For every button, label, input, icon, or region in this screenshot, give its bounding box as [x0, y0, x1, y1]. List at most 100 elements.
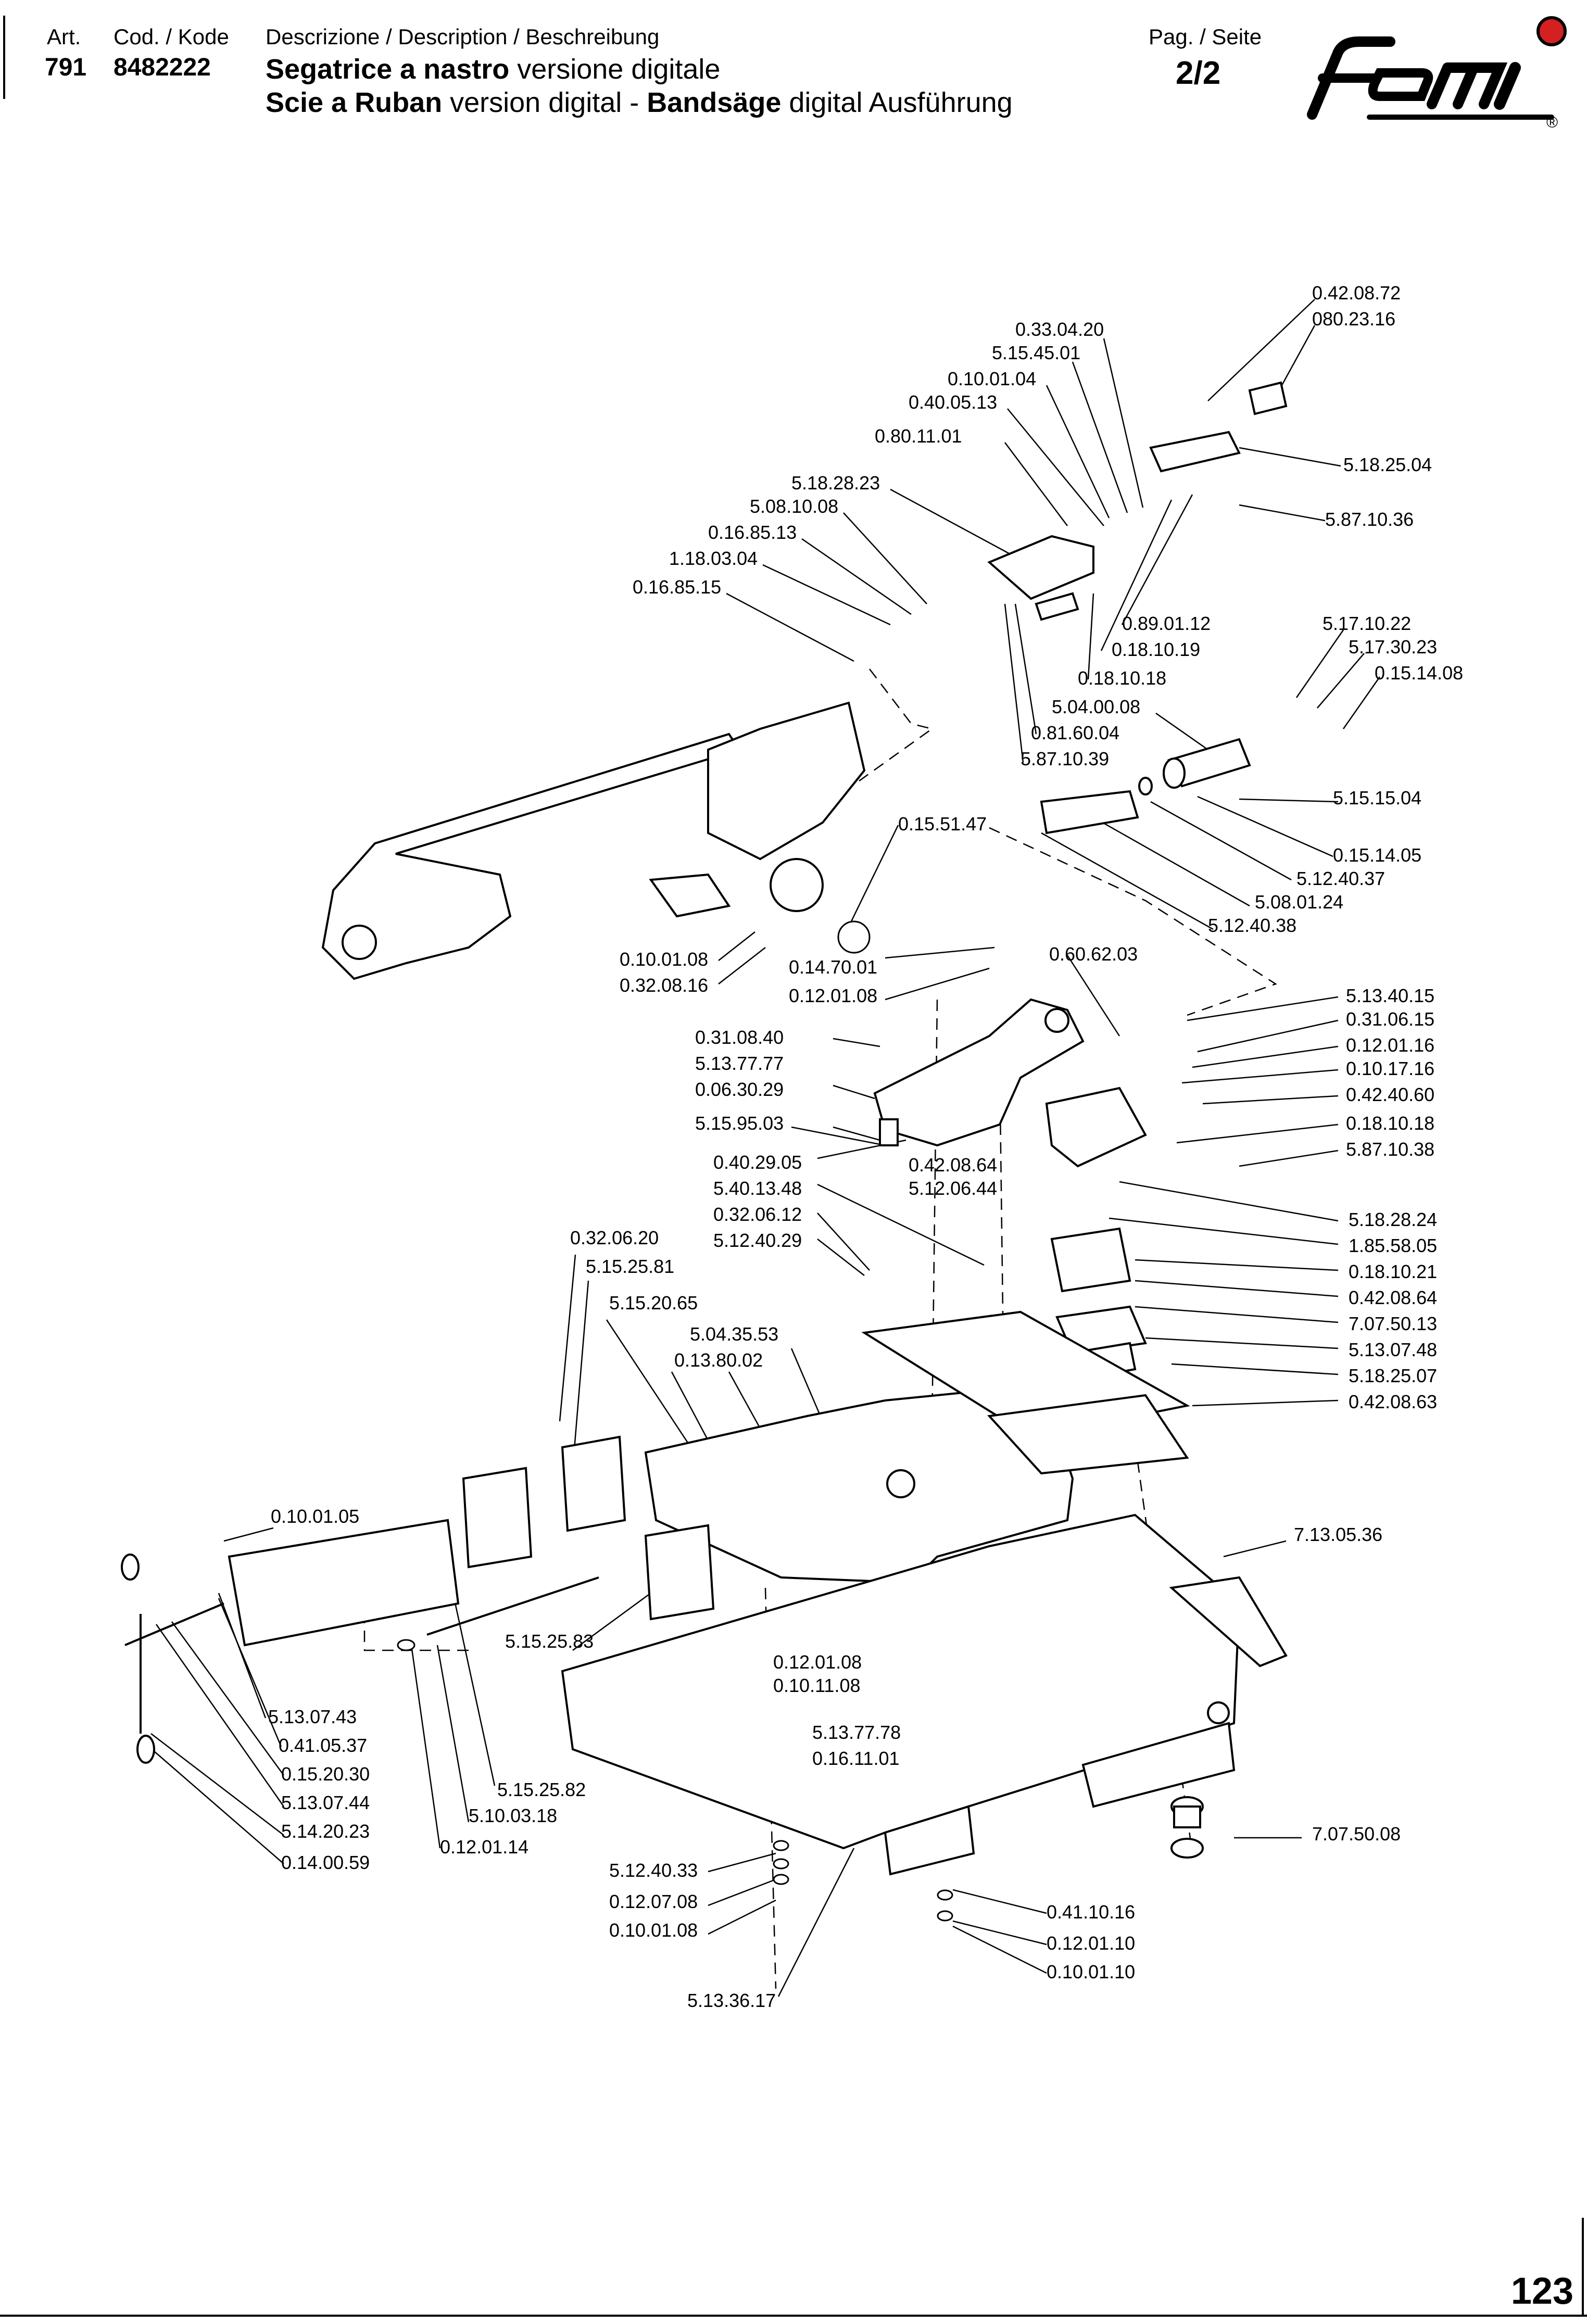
part-number-label: 0.16.11.01 — [812, 1748, 899, 1769]
vise-block — [121, 1435, 715, 1764]
part-number-label: 0.31.06.15 — [1346, 1008, 1434, 1030]
title-line-2: Scie a Ruban version digital - Bandsäge … — [266, 89, 1013, 117]
part-number-label: 5.40.13.48 — [713, 1178, 802, 1199]
part-number-label: 5.87.10.36 — [1325, 509, 1414, 530]
title-line-1: Segatrice a nastro versione digitale — [266, 55, 720, 83]
part-number-label: 0.32.06.12 — [713, 1204, 802, 1225]
title-line-2-part-b: version digital - — [442, 87, 647, 118]
part-number-label: 0.10.01.05 — [271, 1506, 359, 1527]
part-number-label: 5.13.77.78 — [812, 1722, 901, 1743]
title-line-2-part-d: digital Ausführung — [781, 87, 1013, 118]
part-labels: 0.42.08.72080.23.160.33.04.205.15.45.010… — [268, 282, 1463, 2011]
page-value: 2/2 — [1176, 55, 1221, 91]
part-number-label: 5.13.07.43 — [268, 1706, 357, 1727]
part-number-label: 0.18.10.19 — [1112, 639, 1200, 660]
code-value: 8482222 — [114, 54, 211, 81]
part-number-label: 0.40.29.05 — [713, 1152, 802, 1173]
title-line-1-rest: versione digitale — [509, 54, 721, 85]
part-number-label: 7.07.50.13 — [1349, 1313, 1437, 1334]
part-number-label: 080.23.16 — [1312, 308, 1395, 330]
part-number-label: 0.13.80.02 — [674, 1349, 763, 1371]
saw-head-assembly — [321, 701, 866, 980]
part-number-label: 0.12.01.08 — [789, 985, 877, 1006]
part-number-label: 0.14.00.59 — [281, 1852, 370, 1873]
part-number-label: 0.12.07.08 — [609, 1891, 698, 1912]
part-number-label: 5.15.15.04 — [1333, 787, 1421, 809]
title-line-2-part-c: Bandsäge — [647, 87, 782, 118]
part-number-label: 7.07.50.08 — [1312, 1823, 1401, 1845]
part-number-label: 0.18.10.18 — [1078, 667, 1166, 689]
part-number-label: 5.15.25.82 — [497, 1779, 586, 1800]
part-number-label: 0.42.08.64 — [1349, 1287, 1437, 1308]
title-line-2-part-a: Scie a Ruban — [266, 87, 443, 118]
base-table — [644, 1310, 1190, 1584]
part-number-label: 0.32.08.16 — [620, 975, 708, 996]
part-number-label: 0.12.01.16 — [1346, 1034, 1434, 1056]
logo-red-dot — [1536, 16, 1567, 46]
page-label: Pag. / Seite — [1149, 24, 1262, 49]
part-number-label: 0.18.10.18 — [1346, 1113, 1434, 1134]
bottom-rule — [0, 2315, 1587, 2317]
part-number-label: 0.12.01.08 — [773, 1651, 862, 1673]
part-number-label: 0.42.08.72 — [1312, 282, 1401, 304]
part-number-label: 5.04.00.08 — [1052, 696, 1140, 717]
part-number-label: 0.10.01.08 — [609, 1919, 698, 1941]
part-number-label: 5.13.07.48 — [1349, 1339, 1437, 1360]
part-number-label: 5.18.28.24 — [1349, 1209, 1437, 1230]
part-number-label: 5.15.25.83 — [505, 1631, 594, 1652]
art-value: 791 — [45, 54, 87, 81]
part-number-label: 5.12.40.37 — [1296, 868, 1385, 889]
part-number-label: 5.13.07.44 — [281, 1792, 370, 1813]
part-number-label: 5.08.01.24 — [1255, 891, 1343, 913]
part-number-label: 1.85.58.05 — [1349, 1235, 1437, 1256]
part-number-label: 0.32.06.20 — [570, 1227, 659, 1248]
part-number-label: 0.42.40.60 — [1346, 1084, 1434, 1105]
part-number-label: 0.15.14.05 — [1333, 844, 1421, 866]
bottom-right-vertical-rule — [1582, 2218, 1584, 2317]
part-number-label: 0.06.30.29 — [695, 1079, 784, 1100]
motor-cylinder — [1040, 738, 1251, 835]
part-number-label: 5.04.35.53 — [690, 1323, 778, 1345]
part-number-label: 0.15.51.47 — [898, 813, 987, 835]
part-number-label: 0.81.60.04 — [1031, 722, 1119, 743]
part-number-label: 5.12.40.33 — [609, 1860, 698, 1881]
part-number-label: 0.14.70.01 — [789, 956, 877, 978]
part-number-label: 5.13.36.17 — [687, 1990, 776, 2011]
part-number-label: 0.42.08.64 — [909, 1154, 997, 1176]
washers — [397, 920, 953, 1922]
part-number-label: 0.33.04.20 — [1015, 319, 1104, 340]
part-number-label: 5.10.03.18 — [469, 1805, 557, 1826]
part-number-label: 5.18.25.04 — [1343, 454, 1432, 475]
part-number-label: 0.18.10.21 — [1349, 1261, 1437, 1282]
part-number-label: 5.13.40.15 — [1346, 985, 1434, 1006]
part-number-label: 0.31.08.40 — [695, 1027, 784, 1048]
description-label: Descrizione / Description / Beschreibung — [266, 24, 660, 49]
part-number-label: 5.15.95.03 — [695, 1113, 784, 1134]
logo-wordmark — [1307, 36, 1554, 120]
part-number-label: 1.18.03.04 — [669, 548, 758, 569]
art-label: Art. — [47, 24, 81, 49]
part-number-label: 0.41.05.37 — [279, 1735, 367, 1756]
part-number-label: 0.16.85.15 — [633, 576, 721, 598]
part-number-label: 0.16.85.13 — [708, 522, 797, 543]
part-number-label: 0.12.01.14 — [440, 1836, 528, 1858]
part-number-label: 0.10.01.10 — [1047, 1961, 1135, 1982]
part-number-label: 5.14.20.23 — [281, 1821, 370, 1842]
code-label: Cod. / Kode — [114, 24, 229, 49]
part-number-label: 5.87.10.39 — [1021, 748, 1109, 769]
part-number-label: 0.10.17.16 — [1346, 1058, 1434, 1079]
part-number-label: 0.15.20.30 — [281, 1763, 370, 1785]
part-number-label: 0.10.01.04 — [948, 368, 1036, 389]
part-number-label: 5.18.28.23 — [791, 472, 880, 494]
header-left-rule — [3, 16, 5, 99]
part-number-label: 5.17.10.22 — [1322, 613, 1411, 634]
part-number-label: 7.13.05.36 — [1294, 1524, 1382, 1545]
part-number-label: 0.40.05.13 — [909, 391, 997, 413]
title-line-1-bold: Segatrice a nastro — [266, 54, 510, 85]
part-number-label: 0.89.01.12 — [1122, 613, 1211, 634]
part-number-label: 0.15.14.08 — [1375, 662, 1463, 684]
foot-mount — [1170, 1796, 1204, 1859]
control-box — [987, 381, 1288, 621]
part-number-label: 0.41.10.16 — [1047, 1901, 1135, 1923]
